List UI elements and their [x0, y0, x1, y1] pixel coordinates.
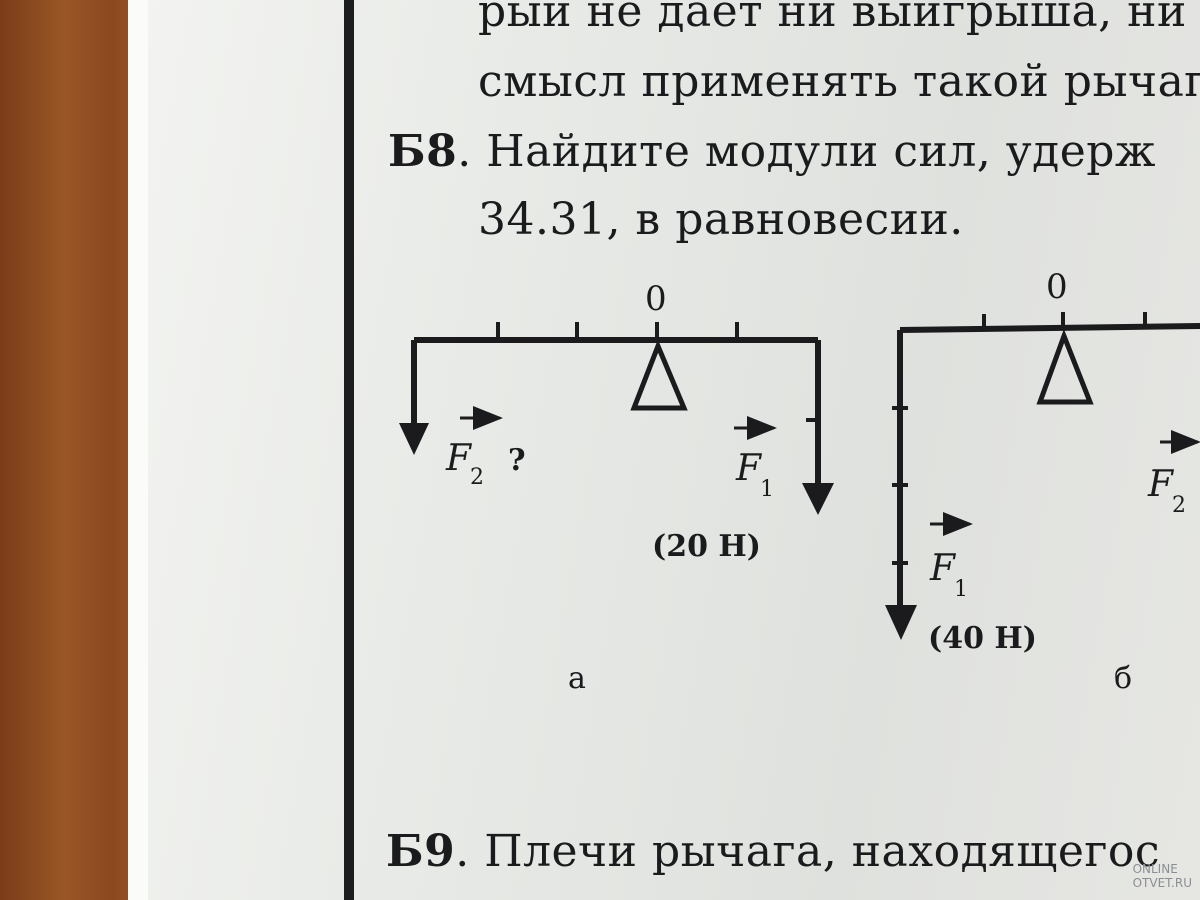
page-border-line	[344, 0, 354, 900]
figure-a: 0 F 2 ? F 1 (20 Н) а	[399, 279, 834, 696]
label-f1-sub: 1	[760, 477, 774, 502]
page-edge	[128, 0, 148, 900]
label-f2: F	[445, 438, 473, 479]
problem-b8: Б8. Найдите модули сил, удерж	[388, 126, 1156, 177]
problem-b9: Б9. Плечи рычага, находящегос	[386, 826, 1160, 877]
label-b-f1-value: (40 Н)	[928, 621, 1037, 656]
label-f2-sub: 2	[470, 465, 484, 490]
problem-b8-text: . Найдите модули сил, удерж	[457, 126, 1156, 177]
label-b-f2-sub: 2	[1172, 493, 1186, 518]
text-line-2: смысл применять такой рычаг	[478, 56, 1200, 107]
label-f2-question: ?	[508, 443, 526, 478]
label-f1: F	[735, 448, 763, 489]
problem-b8-line-2: 34.31, в равновесии.	[478, 194, 964, 245]
lever-b-beam	[899, 323, 1200, 333]
fulcrum-a-zero-label: 0	[645, 279, 667, 319]
textbook-page	[128, 0, 1200, 900]
problem-b9-text: . Плечи рычага, находящегос	[455, 826, 1161, 877]
label-b-f1-sub: 1	[954, 577, 968, 602]
fulcrum-b-triangle	[1036, 328, 1094, 405]
problem-b8-number: Б8	[388, 126, 458, 177]
fulcrum-a-triangle	[630, 339, 688, 411]
caption-a: а	[568, 661, 586, 696]
site-watermark: ONLINE OTVET.RU	[1133, 862, 1192, 890]
figure-b: 0 F 1 (40 Н) F 2 б	[885, 267, 1200, 696]
problem-b9-number: Б9	[386, 826, 456, 877]
force-f2-arrowhead	[399, 423, 429, 455]
watermark-line-1: ONLINE	[1132, 862, 1178, 876]
force-f1-arrowhead	[802, 483, 834, 515]
text-line-1: рый не дает ни выигрыша, ни	[478, 0, 1187, 37]
label-b-f1: F	[929, 548, 957, 589]
fulcrum-b-zero-label: 0	[1046, 267, 1068, 307]
label-f1-value: (20 Н)	[652, 529, 761, 564]
watermark-line-2: OTVET.RU	[1132, 876, 1192, 890]
caption-b: б	[1114, 661, 1132, 696]
label-b-f2: F	[1147, 464, 1175, 505]
force-b-f1-arrowhead	[885, 605, 917, 640]
